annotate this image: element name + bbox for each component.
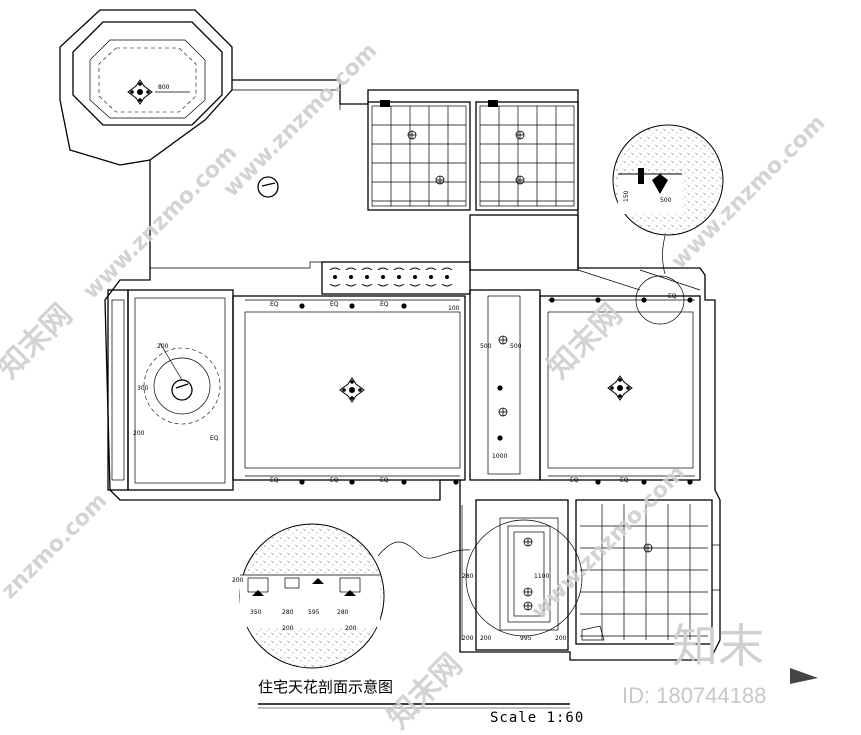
detail-bubble-top: 500 150 [612, 124, 724, 325]
left-room: 200 300 200 EQ [107, 289, 234, 491]
dim-bath-c: 200 [555, 635, 567, 642]
dim-left-eq: EQ [210, 435, 219, 442]
octagon-room: 800 [59, 9, 233, 166]
watermark-site-2: www.znzmo.com [79, 140, 243, 304]
dim-corridor-a: 500 [480, 343, 492, 350]
dim-strip-b: 100 [448, 305, 460, 312]
dim-eq-3: EQ [380, 301, 389, 308]
bathroom-lower: 200 995 200 280 1100 200 [461, 499, 569, 651]
dim-bath-a: 200 [480, 635, 492, 642]
watermark-brand-2: 知末网 [541, 297, 629, 385]
dim-detail-280a: 280 [282, 609, 294, 616]
spotlight [349, 303, 355, 309]
right-chandelier [607, 375, 633, 401]
dim-left-side: 200 [133, 430, 145, 437]
drawing-title: 住宅天花剖面示意图 [258, 678, 393, 696]
logo-arrow-icon [790, 668, 818, 684]
dim-eq-7: EQ [570, 477, 579, 484]
dim-detail-200b: 200 [345, 625, 357, 632]
drawing-scale: Scale 1:60 [490, 710, 584, 726]
watermark-site-1: www.znzmo.com [219, 38, 383, 202]
dim-bath-e: 1100 [534, 573, 549, 580]
spotlight [641, 479, 647, 485]
dim-corridor-b: 500 [510, 343, 522, 350]
spotlight [595, 479, 601, 485]
corridor-middle: 500 500 1000 [469, 289, 541, 481]
dim-eq-1: EQ [270, 301, 279, 308]
dim-detail-595: 595 [308, 609, 320, 616]
cabinet-strip [321, 261, 471, 295]
right-room: EQ EQ EQ [539, 269, 701, 485]
dim-detail-200c: 200 [232, 577, 244, 584]
dim-eq-2: EQ [330, 301, 339, 308]
dim-left-room-b: 300 [137, 385, 149, 392]
spotlight [401, 479, 407, 485]
octagon-chandelier [127, 79, 153, 105]
watermark-brand-1: 知末网 [0, 297, 79, 385]
dim-top-detail-b: 500 [660, 197, 672, 204]
spotlight [595, 297, 601, 303]
dim-detail-280b: 280 [337, 609, 349, 616]
corridor-upper [257, 176, 279, 198]
dim-top-detail-a: 150 [623, 190, 630, 202]
watermark-site-5: www.znzmo.com [527, 460, 691, 624]
watermark-brand-3: 知末网 [381, 647, 469, 735]
spotlight [401, 303, 407, 309]
spotlight [349, 479, 355, 485]
tiled-room-left [367, 100, 471, 211]
spotlight [687, 297, 693, 303]
dim-eq-6: EQ [380, 477, 389, 484]
dim-eq-4: EQ [270, 477, 279, 484]
spotlight [299, 303, 305, 309]
living-room: EQ EQ EQ EQ EQ EQ 100 [232, 295, 466, 485]
watermark-logo: 知末 [672, 619, 764, 673]
dim-eq-9: EQ [668, 293, 677, 300]
spotlight [299, 479, 305, 485]
dim-left-room: 200 [157, 343, 169, 350]
dim-eq-5: EQ [330, 477, 339, 484]
spotlight [453, 479, 459, 485]
dim-bath-d: 280 [462, 573, 474, 580]
dim-bath-f: 200 [462, 635, 474, 642]
spotlight [641, 297, 647, 303]
living-chandelier [339, 377, 365, 403]
spotlight [549, 297, 555, 303]
dim-detail-200a: 200 [282, 625, 294, 632]
watermark-id: ID: 180744188 [622, 683, 766, 708]
dim-detail-350: 350 [250, 609, 262, 616]
watermark-site-4: znzmo.com [0, 488, 112, 604]
dim-bath-b: 995 [520, 635, 532, 642]
tiled-room-lower [575, 499, 721, 645]
tiled-room-right [475, 100, 579, 211]
spotlight [687, 479, 693, 485]
dim-eq-8: EQ [620, 477, 629, 484]
dim-octagon: 800 [158, 84, 170, 91]
dim-corridor-c: 1000 [492, 453, 507, 460]
detail-bubble-bottom: 350 280 595 280 200 200 200 [232, 519, 583, 669]
